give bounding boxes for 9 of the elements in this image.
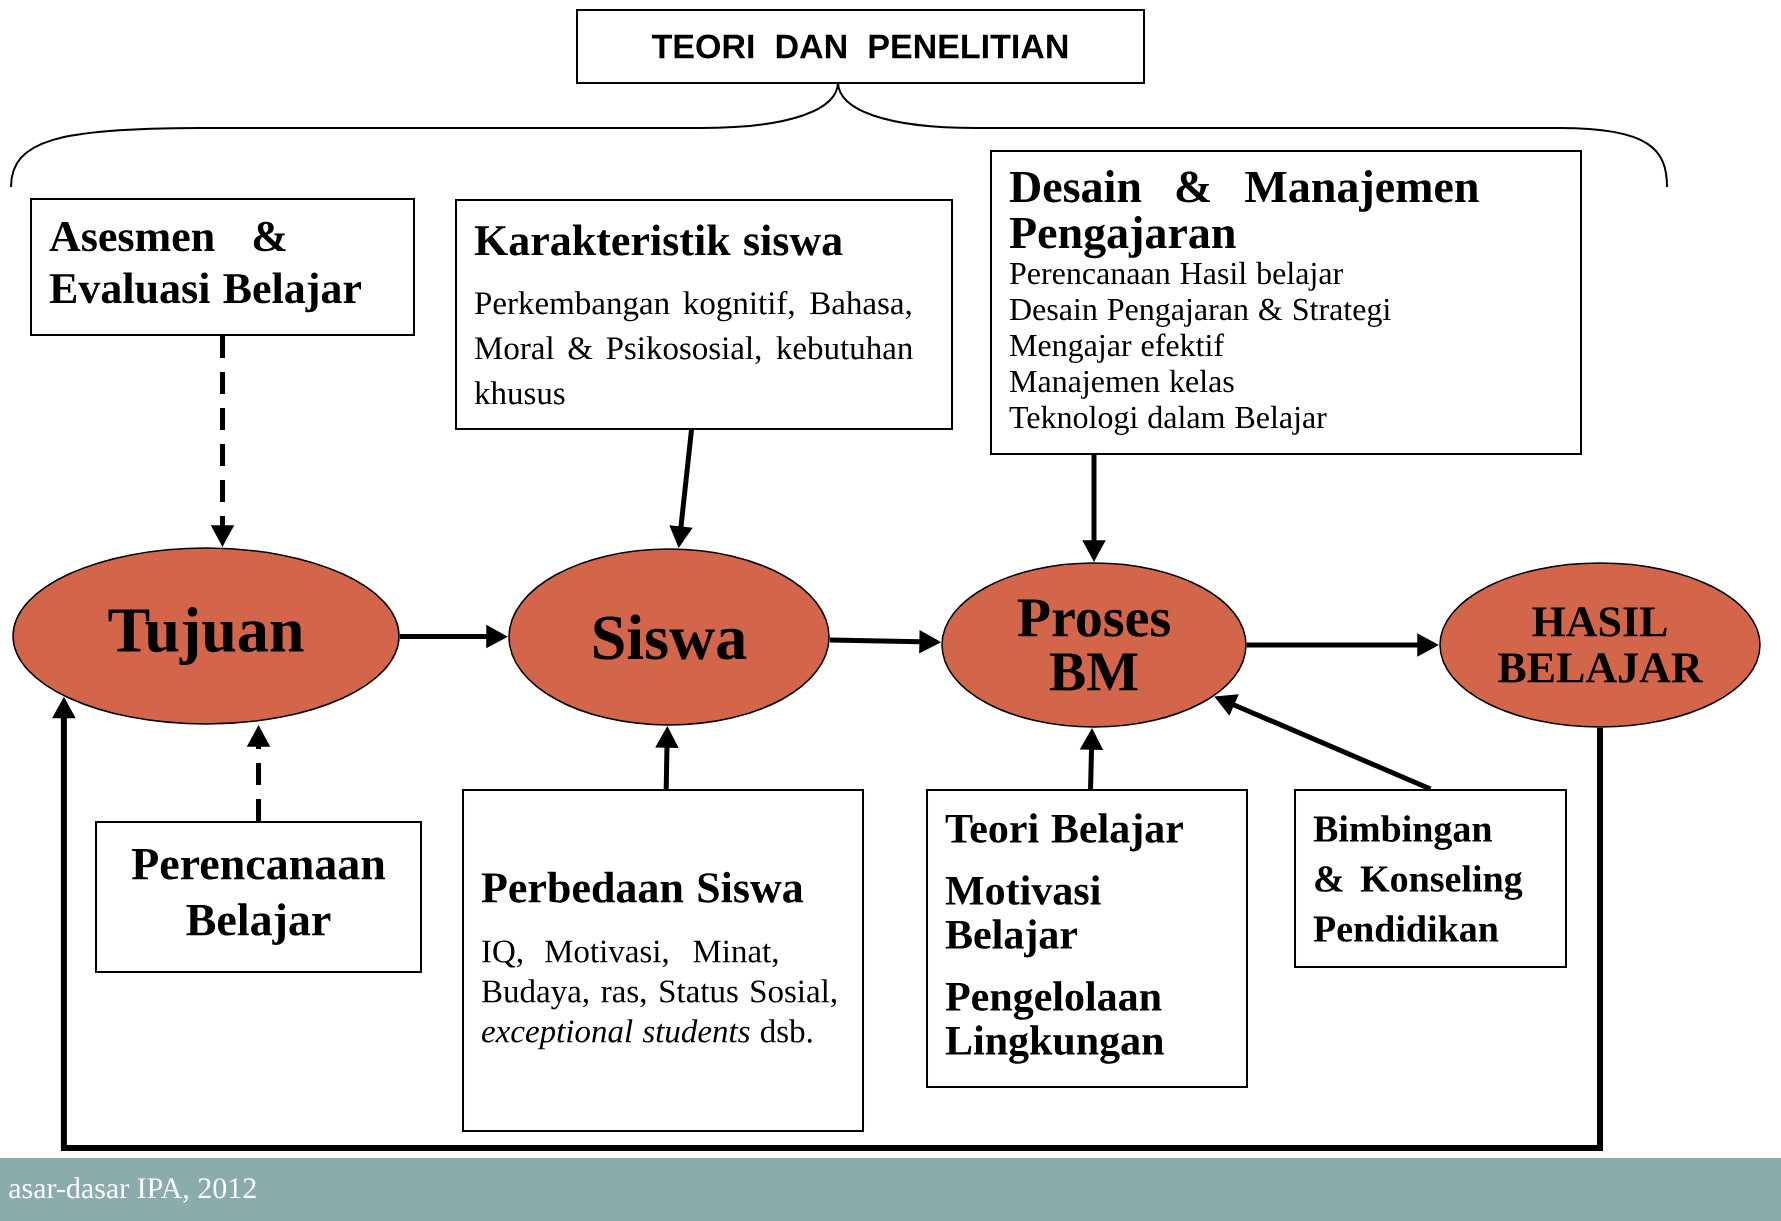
text-box: Perencanaan Belajar xyxy=(95,821,422,973)
text-box: Desain & Manajemen Pengajaran Perencanaan Hasil belajar Desain Pengajaran & Strategi Mengajar efektif Manajemen kelas Teknologi dalam Belajar xyxy=(990,150,1582,455)
text-box: Asesmen & Evaluasi Belajar xyxy=(30,198,415,336)
title-box: TEORI DAN PENELITIAN xyxy=(576,9,1145,84)
text-box: Perbedaan Siswa IQ, Motivasi, Minat, Budaya, ras, Status Sosial, exceptional students dsb. xyxy=(462,789,864,1132)
text-box: Teori Belajar Motivasi Belajar Pengelolaan Lingkungan xyxy=(926,789,1248,1088)
text-box: Bimbingan & Konseling Pendidikan xyxy=(1294,789,1567,968)
text-box: Karakteristik siswa Perkembangan kognitif, Bahasa, Moral & Psikososial, kebutuhan khusus xyxy=(455,199,953,430)
footer-text: asar-dasar IPA, 2012 xyxy=(9,1177,256,1203)
